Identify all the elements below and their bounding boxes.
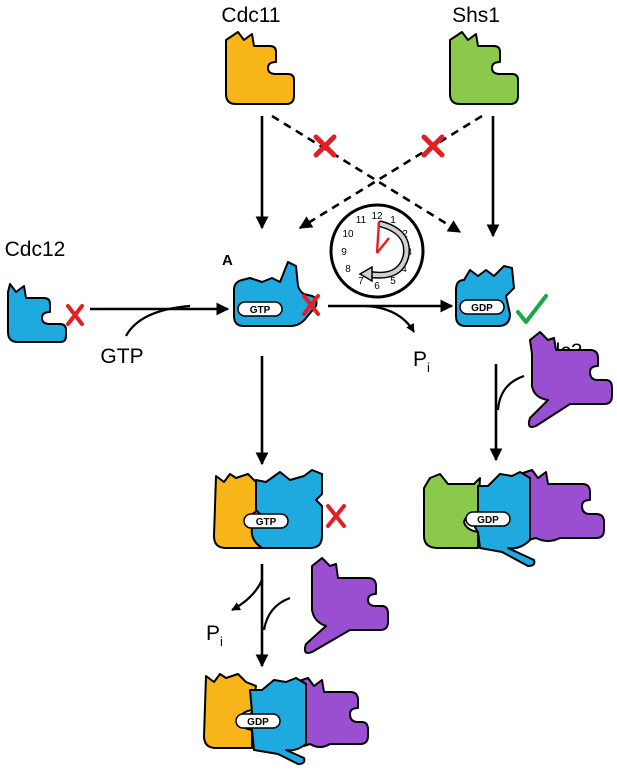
svg-text:9: 9 [341, 247, 347, 258]
red-cross-icon [66, 304, 84, 326]
gtp-nucleotide: GTP [250, 305, 271, 316]
gdp-nucleotide: GDP [247, 717, 269, 728]
red-cross-icon [313, 134, 337, 158]
cdc11-cdc12-gdp-cdc3-complex: GDP [203, 673, 369, 765]
shs1-blocked-dashed-arrow [298, 114, 483, 230]
cdc3-subunit-free [527, 331, 613, 428]
gdp-nucleotide: GDP [471, 303, 493, 314]
gtp-input-label: GTP [100, 345, 143, 368]
gdp-nucleotide: GDP [477, 515, 499, 526]
cdc12-gtp-subunit: GTP [233, 261, 318, 327]
cdc11-subunit [225, 31, 295, 105]
svg-text:5: 5 [390, 276, 396, 287]
cdc3-join-curve [496, 374, 525, 411]
cdc12-subunit-free [7, 283, 67, 343]
svg-text:12: 12 [371, 211, 383, 222]
svg-text:7: 7 [358, 276, 364, 287]
cdc11-cdc12-gtp-complex: GTP [213, 469, 323, 549]
svg-text:4: 4 [401, 264, 407, 275]
svg-text:11: 11 [356, 215, 367, 226]
pi-release-lower-curve [231, 579, 264, 611]
green-check-icon [516, 294, 548, 324]
shs1-subunit [449, 31, 519, 105]
svg-text:1: 1 [390, 215, 396, 226]
red-cross-icon [326, 504, 346, 528]
shs1-cdc12-gdp-cdc3-complex: GDP [423, 469, 605, 567]
svg-text:8: 8 [345, 264, 351, 275]
clock-icon: 12 1 2 3 4 5 6 7 8 9 10 11 [329, 203, 425, 299]
svg-text:10: 10 [342, 229, 354, 240]
svg-text:6: 6 [374, 281, 380, 292]
panel-label: A [222, 252, 233, 269]
cdc12-gdp-subunit: GDP [455, 265, 515, 327]
cdc11-label: Cdc11 [221, 4, 280, 27]
pi-release-label: Pi [413, 348, 430, 375]
shs1-label: Shs1 [452, 4, 500, 27]
gtp-nucleotide: GTP [256, 517, 277, 528]
cdc11-blocked-dashed-arrow [271, 114, 462, 234]
cdc3-join-lower-curve [262, 596, 291, 631]
pi-release-curve [365, 304, 415, 333]
red-cross-icon [302, 294, 320, 316]
gtp-input-curve [125, 304, 191, 337]
red-cross-icon [421, 134, 445, 158]
cdc3-subunit-free-lower [303, 557, 389, 654]
svg-text:2: 2 [402, 229, 408, 240]
pi-release-lower-label: Pi [206, 622, 223, 649]
cdc12-label: Cdc12 [5, 238, 66, 261]
